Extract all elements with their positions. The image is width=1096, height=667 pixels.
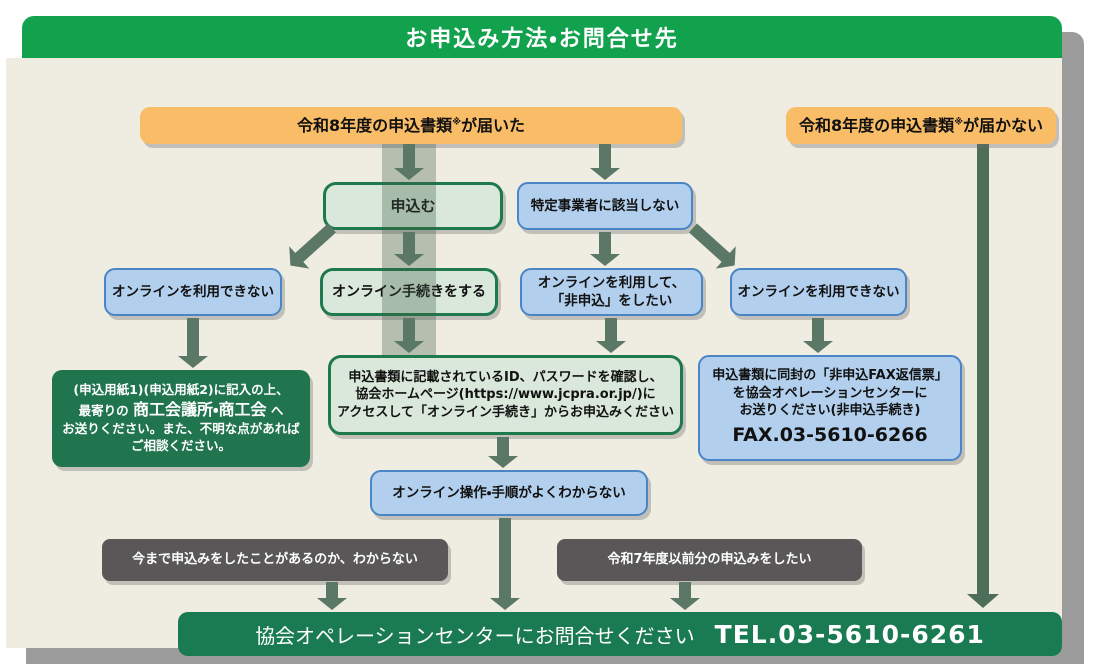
node-fax-instructions: 申込書類に同封の「非申込FAX返信票」 を協会オペレーションセンターに お送りく… — [698, 355, 962, 461]
node-online-instructions: 申込書類に記載されているID、パスワードを確認し、 協会ホームページ(https… — [328, 355, 683, 435]
chamber-of-commerce-strong: 商工会議所・商工会 — [133, 400, 267, 420]
node-documents-received: 令和8年度の申込書類※が届いた — [140, 107, 682, 144]
contact-phone: TEL.03-5610-6261 — [714, 619, 985, 649]
node-documents-not-received-label: 令和8年度の申込書類※が届かない — [799, 115, 1043, 135]
contact-bar: 協会オペレーションセンターにお問合せください TEL.03-5610-6261 — [178, 612, 1062, 656]
website-url-line: 協会ホームページ(https://www.jcpra.or.jp/)に — [355, 387, 656, 403]
arrow-confused-to-contact — [490, 518, 520, 610]
node-documents-not-received: 令和8年度の申込書類※が届かない — [786, 107, 1056, 144]
node-online-confused: オンライン操作・手順がよくわからない — [370, 470, 648, 516]
node-mail-instructions: (申込用紙1)(申込用紙2)に記入の上、 最寄りの 商工会議所・商工会 へ お送… — [52, 370, 310, 467]
note-mark: ※ — [452, 117, 461, 128]
arrow-not-applicable-to-optout — [590, 232, 620, 266]
arrow-not-received-to-contact-line — [977, 144, 989, 594]
note-mark: ※ — [954, 117, 963, 128]
node-online-procedure: オンライン手続きをする — [320, 268, 498, 316]
node-previous-year: 令和7年度以前分の申込みをしたい — [557, 539, 862, 581]
arrow-not-received-to-contact-head — [967, 594, 999, 608]
arrow-procedure-to-online-instructions — [394, 318, 424, 353]
node-optout-online: オンラインを利用して、 「非申込」をしたい — [520, 268, 703, 316]
page-title: お申込み方法・お問合せ先 — [405, 27, 679, 52]
arrow-unsure-to-contact — [317, 582, 347, 610]
node-unsure-history: 今まで申込みをしたことがあるのか、わからない — [102, 539, 448, 581]
header-bar: お申込み方法・お問合せ先 — [22, 16, 1062, 58]
node-not-applicable: 特定事業者に該当しない — [517, 182, 693, 230]
node-apply: 申込む — [323, 182, 503, 230]
node-cannot-use-online-left: オンラインを利用できない — [104, 268, 282, 316]
node-cannot-use-online-right: オンラインを利用できない — [730, 268, 907, 316]
card-shadow-right — [1062, 32, 1084, 648]
node-documents-received-label: 令和8年度の申込書類※が届いた — [297, 115, 525, 135]
arrow-apply-to-online-procedure — [394, 232, 424, 266]
arrow-received-to-not-applicable — [590, 144, 620, 180]
arrow-instructions-to-confused — [488, 437, 518, 468]
arrow-optout-to-online-instructions — [596, 318, 626, 353]
mail-instructions-line2: 最寄りの 商工会議所・商工会 へ — [78, 400, 284, 420]
contact-text: 協会オペレーションセンターにお問合せください — [255, 623, 695, 648]
fax-number: FAX.03-5610-6266 — [732, 424, 928, 446]
arrow-received-to-apply — [394, 144, 424, 180]
arrow-to-fax-instructions — [803, 318, 833, 353]
arrow-to-mail-instructions — [178, 318, 208, 368]
arrow-previous-year-to-contact — [670, 582, 700, 610]
